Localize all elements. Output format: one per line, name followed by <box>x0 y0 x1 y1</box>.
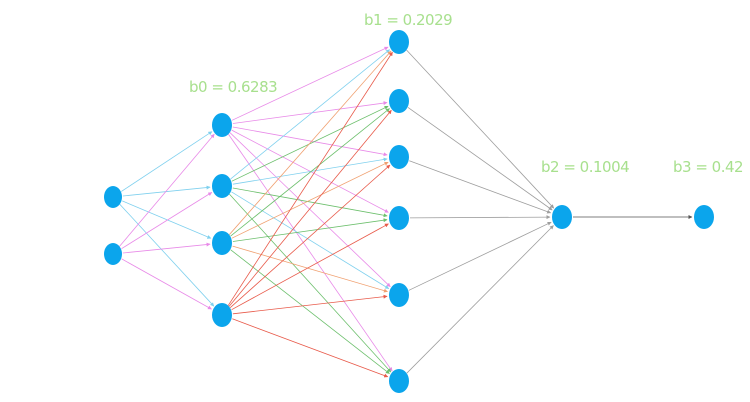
edge-l2-n3-to-n0 <box>409 215 551 220</box>
edge-l1-n3-to-n0 <box>227 51 393 307</box>
edge-l1-n2-to-n0 <box>228 50 392 235</box>
neuron-hidden-1-0 <box>389 30 409 54</box>
edge-l1-n0-to-n5 <box>227 133 393 372</box>
bias-label-b0: b0 = 0.6283 <box>189 78 277 96</box>
neuron-hidden-1-2 <box>389 145 409 169</box>
bias-label-b1: b1 = 0.2029 <box>364 11 452 29</box>
edge-l0-n1-to-n2 <box>122 242 211 254</box>
edge-l1-n2-to-n5 <box>230 249 390 374</box>
edge-l2-n1-to-n0 <box>407 107 553 211</box>
edge-l0-n1-to-n3 <box>121 258 212 310</box>
neuron-hidden-0-3 <box>212 303 232 327</box>
bias-label-b2: b2 = 0.1004 <box>541 158 629 176</box>
bias-labels-group: b0 = 0.6283 b1 = 0.2029 b2 = 0.1004 b3 =… <box>189 11 744 176</box>
edge-l1-n2-to-n4 <box>232 245 388 293</box>
neuron-hidden-1-3 <box>389 206 409 230</box>
edge-l1-n3-to-n4 <box>232 294 388 315</box>
edge-l1-n2-to-n1 <box>230 108 390 237</box>
bias-label-b3: b3 = 0.42 <box>673 158 743 176</box>
edge-l1-n1-to-n5 <box>229 193 392 373</box>
neuron-hidden-0-1 <box>212 174 232 198</box>
neurons-group <box>104 30 714 393</box>
neuron-input-0 <box>104 186 122 208</box>
edges-group <box>119 46 693 378</box>
edge-l0-n0-to-n1 <box>122 185 211 197</box>
edge-l1-n0-to-n0 <box>231 46 389 121</box>
edge-l1-n0-to-n2 <box>232 126 388 157</box>
neuron-output-0 <box>694 205 714 229</box>
edge-l1-n2-to-n2 <box>231 161 389 239</box>
edge-l1-n1-to-n1 <box>231 105 389 182</box>
edge-l1-n3-to-n3 <box>231 223 389 311</box>
edge-l2-n5-to-n0 <box>406 225 554 374</box>
neuron-hidden-0-2 <box>212 231 232 255</box>
edge-l1-n1-to-n3 <box>232 187 388 218</box>
edge-l1-n1-to-n2 <box>232 157 388 185</box>
edge-l2-n2-to-n0 <box>409 160 552 214</box>
edge-l1-n1-to-n0 <box>230 49 391 180</box>
neuron-hidden-0-0 <box>212 113 232 137</box>
neuron-hidden-1-5 <box>389 369 409 393</box>
neuron-input-1 <box>104 243 122 265</box>
edge-l0-n1-to-n1 <box>121 192 213 250</box>
edge-l0-n1-to-n0 <box>119 133 215 247</box>
edge-l0-n0-to-n2 <box>122 200 212 239</box>
edge-l1-n1-to-n4 <box>231 191 390 290</box>
edge-l2-n4-to-n0 <box>408 221 552 291</box>
edge-l2-n0-to-n0 <box>406 49 555 209</box>
edge-l0-n0-to-n3 <box>119 204 215 307</box>
edge-l1-n0-to-n1 <box>232 101 388 124</box>
edge-l0-n0-to-n0 <box>121 131 213 192</box>
neuron-hidden-2-0 <box>552 205 572 229</box>
neuron-hidden-1-1 <box>389 89 409 113</box>
neuron-hidden-1-4 <box>389 283 409 307</box>
edge-l1-n2-to-n3 <box>232 218 388 242</box>
edge-l1-n3-to-n1 <box>228 109 392 307</box>
edge-l1-n0-to-n4 <box>229 132 391 287</box>
edge-l1-n3-to-n5 <box>232 318 389 378</box>
edge-l1-n3-to-n2 <box>229 164 391 308</box>
